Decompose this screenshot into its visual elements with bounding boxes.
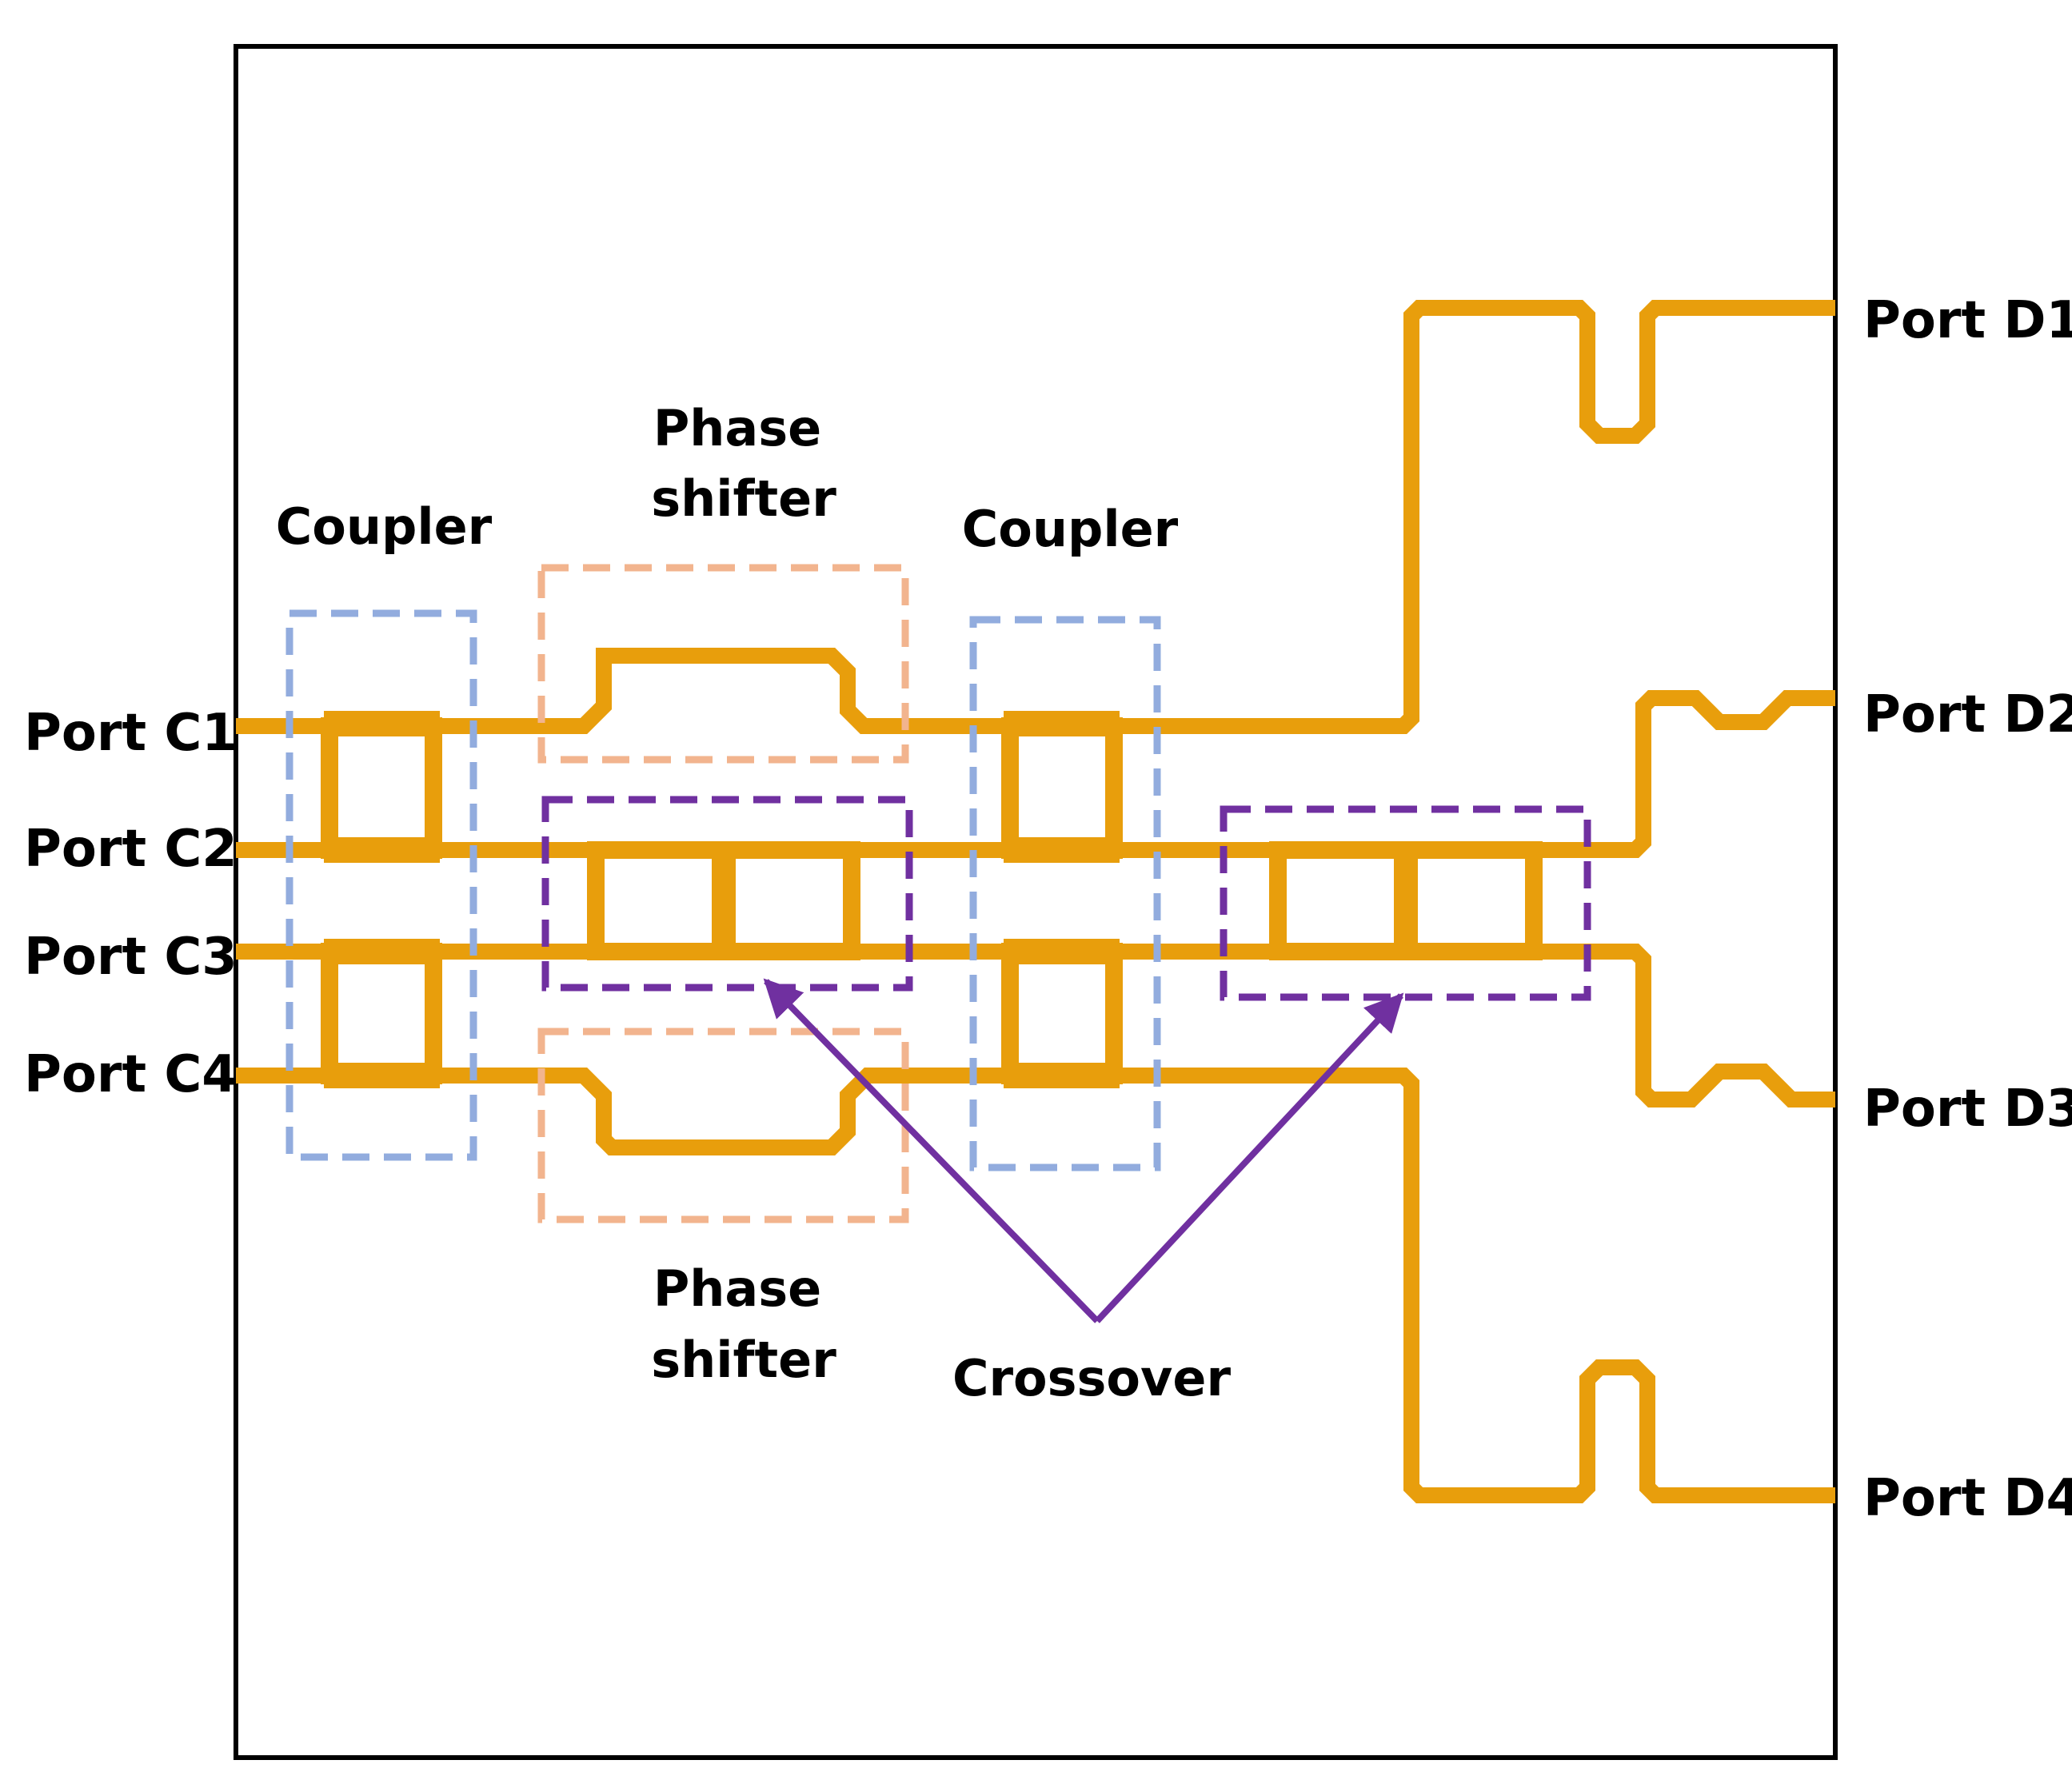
trace-c2-to-d2 (236, 690, 1835, 858)
trace-c4-to-d4 (236, 1068, 1835, 1503)
port-d4-label: Port D4 (1863, 1469, 2072, 1528)
right-coupler-upper-trace (1001, 717, 1123, 859)
port-d1-label: Port D1 (1863, 291, 2072, 350)
phase-shifter-bottom-label-line1: Phase (653, 1259, 821, 1318)
coupler-left-label: Coupler (276, 497, 493, 556)
upper-phase-shifter-box (537, 564, 909, 764)
right-coupler-box (969, 616, 1161, 1171)
arrow-to-right-crossover (1095, 992, 1404, 1323)
port-c4-label: Port C4 (24, 1045, 238, 1104)
left-crossover-cell-1 (587, 841, 733, 960)
right-crossover-cell-1 (1269, 841, 1415, 960)
phase-shifter-bottom-label-line2: shifter (651, 1331, 836, 1389)
right-coupler-lower-trace (1001, 943, 1123, 1084)
port-d3-label: Port D3 (1863, 1080, 2072, 1139)
coupler-right-label: Coupler (962, 500, 1179, 558)
left-coupler-box (285, 609, 477, 1161)
left-crossover-box (541, 796, 913, 992)
phase-shifter-top-label-line2: shifter (651, 469, 836, 528)
substrate-frame (234, 44, 1838, 1760)
left-coupler-upper-trace (321, 717, 442, 859)
arrow-to-left-crossover (763, 978, 1100, 1323)
crossover-label: Crossover (952, 1349, 1232, 1407)
left-coupler-lower-trace (321, 943, 442, 1084)
trace-c3-to-d3 (236, 944, 1835, 1108)
right-crossover-box (1220, 805, 1591, 1001)
left-crossover-cell-2 (715, 841, 860, 960)
trace-c1-to-d1 (236, 300, 1835, 734)
port-c3-label: Port C3 (24, 928, 238, 987)
port-c1-label: Port C1 (24, 704, 238, 763)
phase-shifter-top-label-line1: Phase (653, 399, 821, 457)
right-crossover-cell-2 (1397, 841, 1543, 960)
port-d2-label: Port D2 (1863, 685, 2072, 744)
port-c2-label: Port C2 (24, 820, 238, 879)
microstrip-traces (236, 300, 1835, 1503)
crossover-pointer-arrows (763, 978, 1404, 1323)
